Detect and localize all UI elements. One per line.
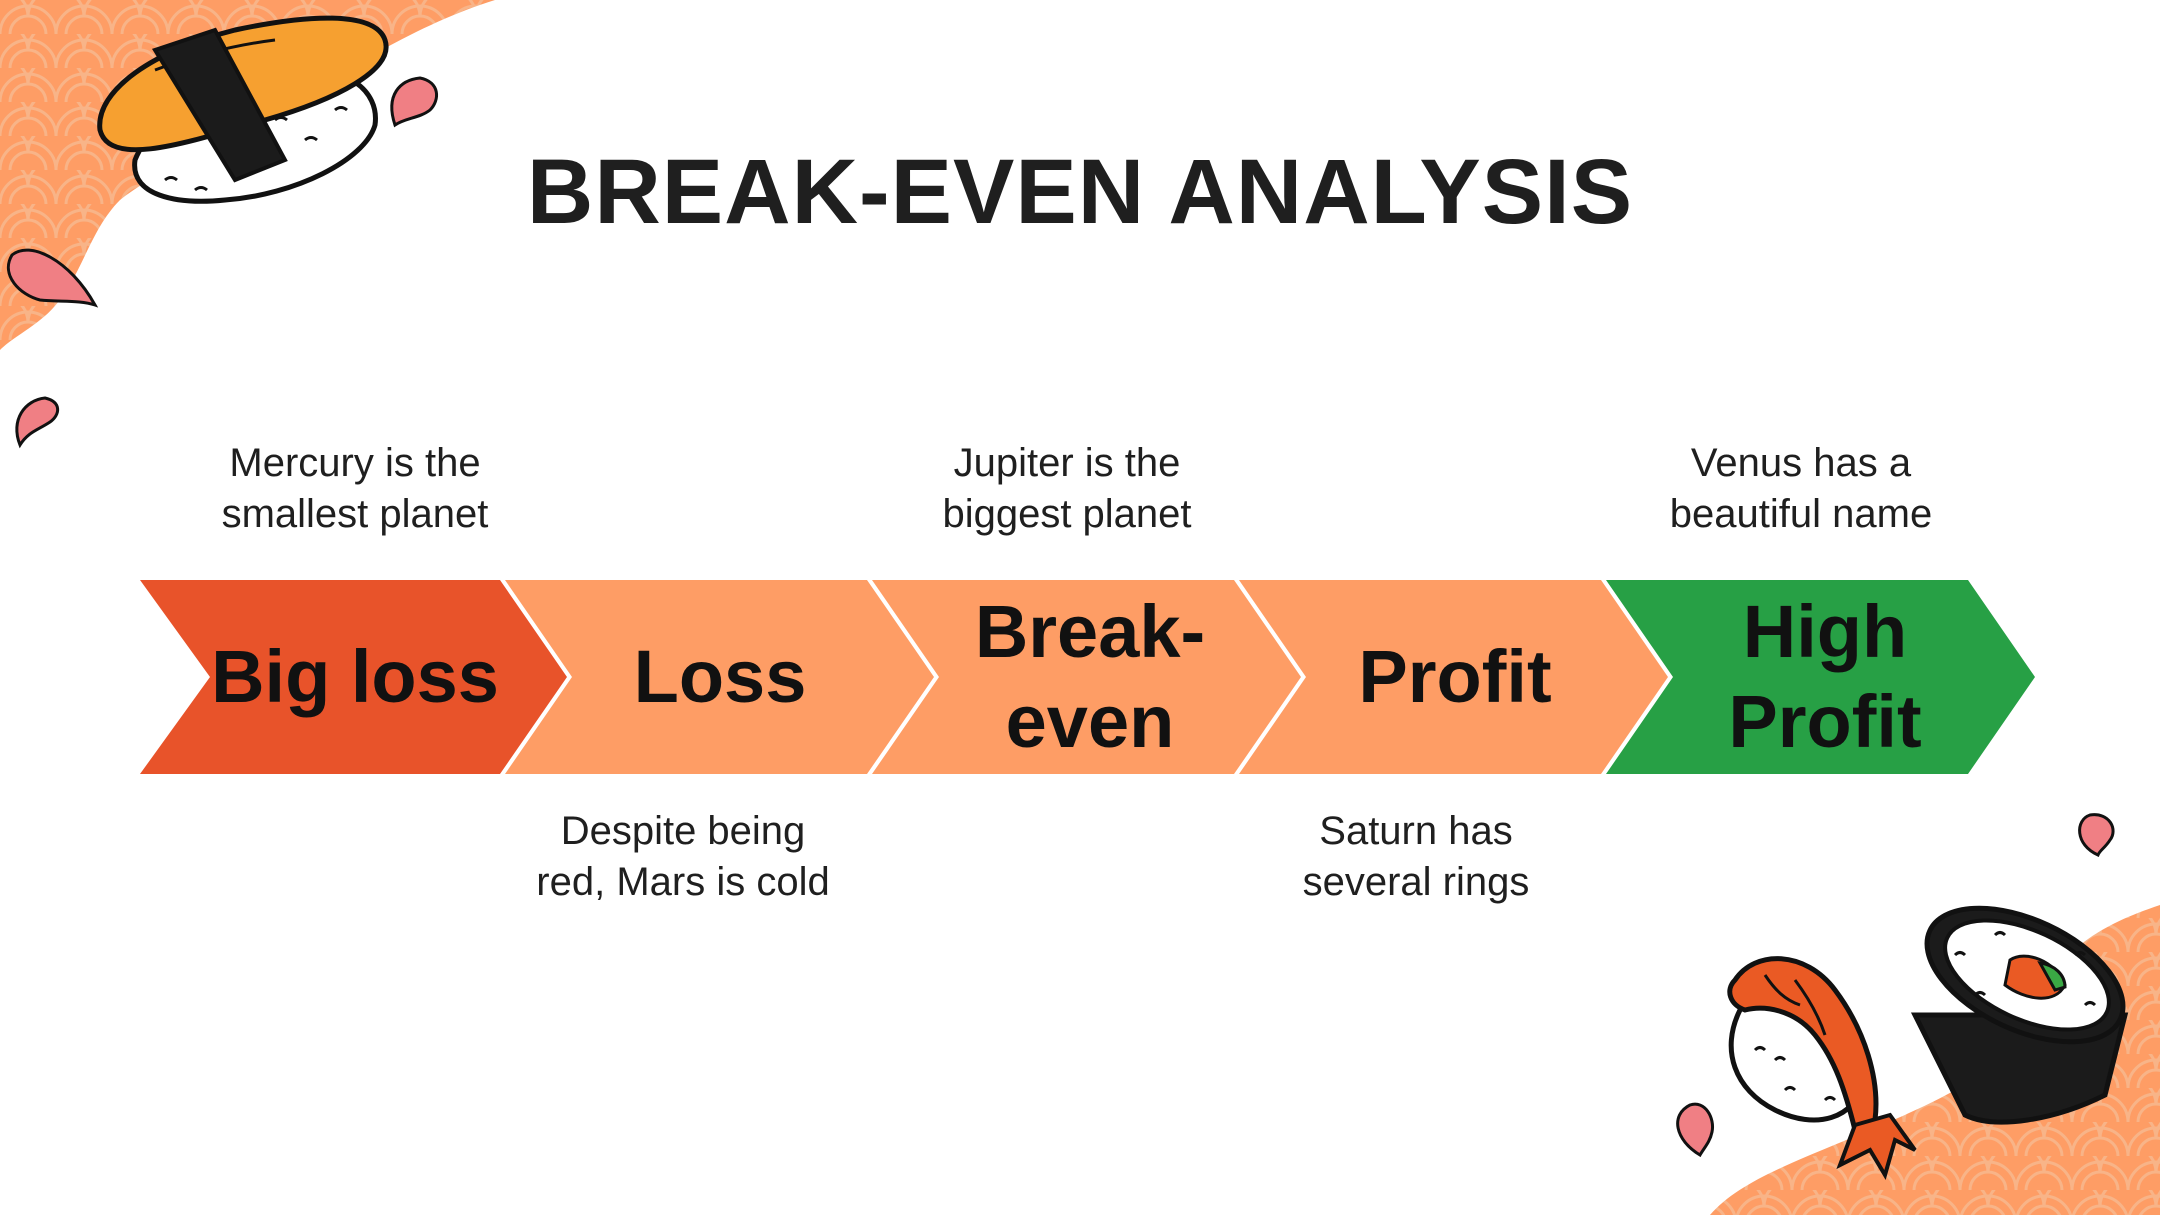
maki-roll-icon: [1910, 905, 2129, 1125]
chevron-profit: [1239, 580, 1668, 774]
stage-label-break-even: Break- even: [974, 590, 1206, 763]
page-title: BREAK-EVEN ANALYSIS: [526, 141, 1634, 243]
stage-label-loss: Loss: [633, 635, 807, 718]
petal-icon: [6, 76, 2115, 1158]
stage-label-high-profit: High Profit: [1728, 590, 1922, 763]
chevron-break-even: [872, 580, 1301, 774]
stage-label-profit: Profit: [1358, 635, 1552, 718]
sushi-nigiri-icon: [97, 15, 389, 204]
stage-label-big-loss: Big loss: [211, 635, 499, 718]
chevron-big-loss: [140, 580, 567, 774]
chevron-loss: [505, 580, 934, 774]
shrimp-nigiri-icon: [1727, 956, 1917, 1180]
bottom-right-wave: [1710, 905, 2160, 1215]
chevron-high-profit: [1606, 580, 2035, 774]
